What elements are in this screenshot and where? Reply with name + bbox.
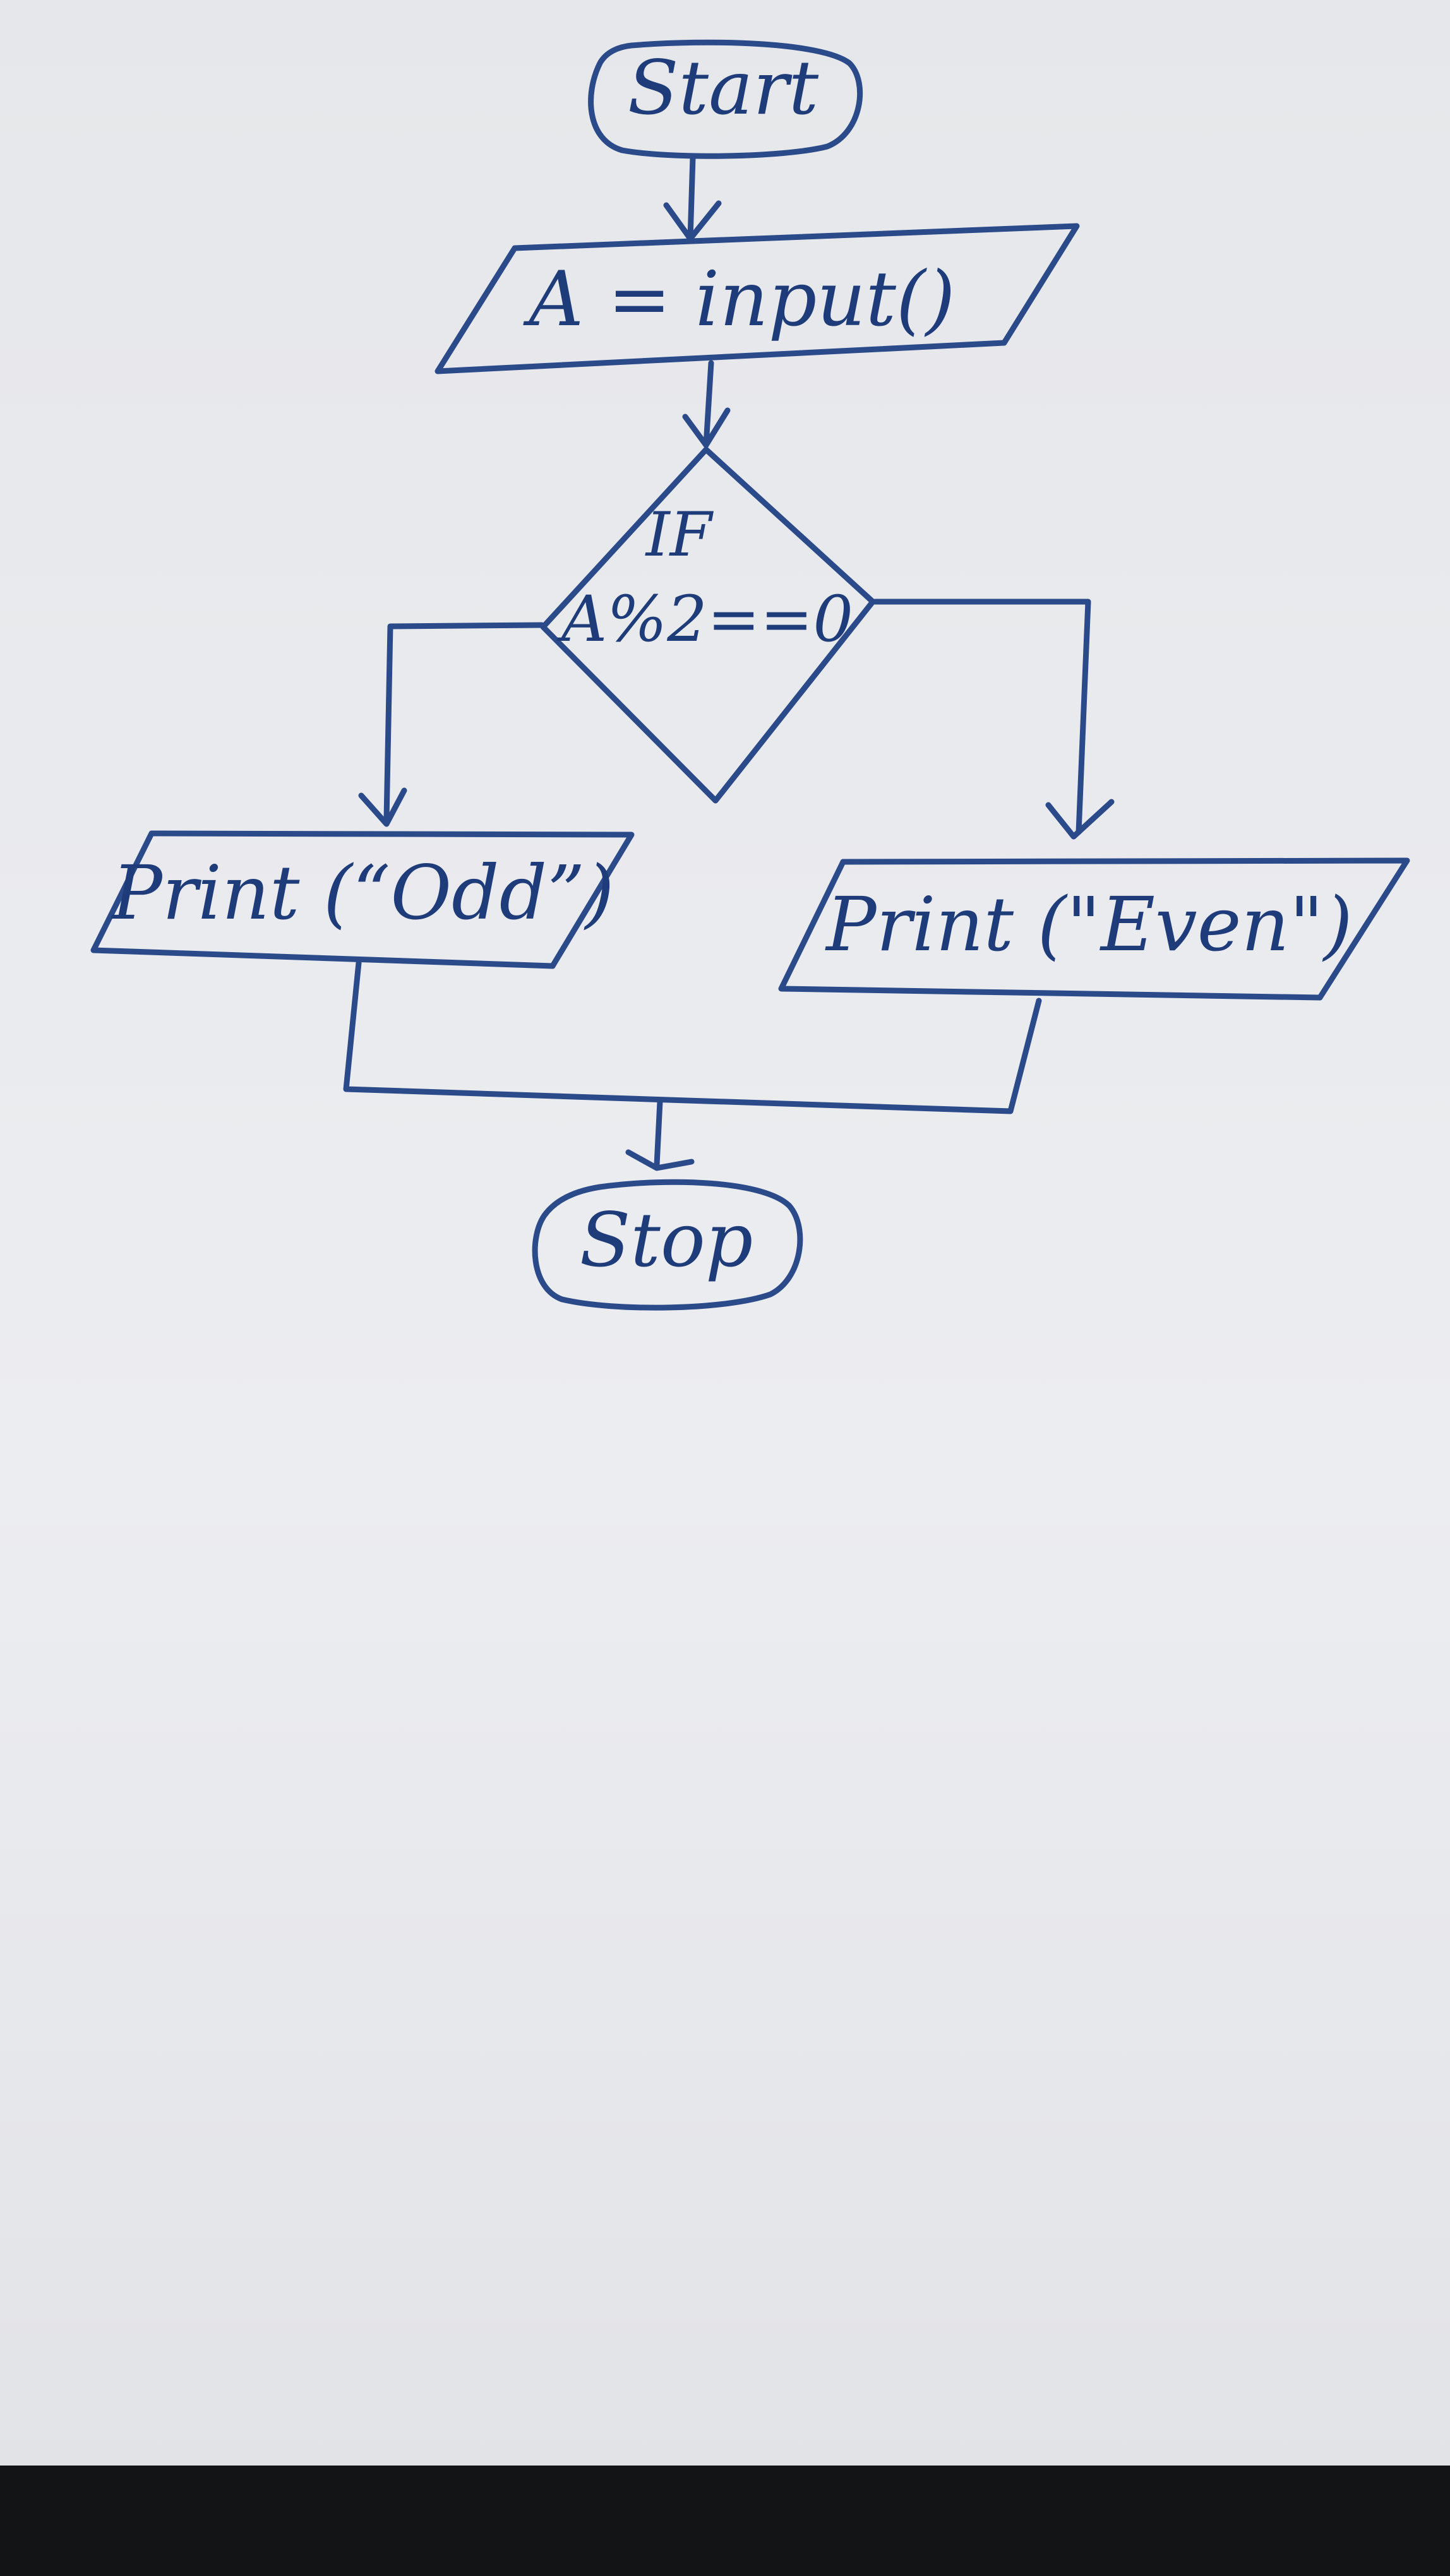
table-edge xyxy=(0,2466,1450,2576)
odd-output-label: Print (“Odd”) xyxy=(111,849,614,936)
arrow-input-to-decision xyxy=(682,360,731,448)
odd-output-parallelogram: Print (“Odd”) xyxy=(90,830,635,969)
input-parallelogram: A = input() xyxy=(434,223,1080,374)
stop-terminator: Stop xyxy=(532,1179,803,1311)
merge-connector xyxy=(343,960,1042,1114)
arrow-merge-to-stop xyxy=(625,1099,695,1171)
even-output-label: Print ("Even") xyxy=(825,881,1353,968)
input-label: A = input() xyxy=(522,256,955,343)
start-label: Start xyxy=(628,44,819,131)
start-terminator: Start xyxy=(588,39,863,159)
decision-label-line1: IF xyxy=(645,499,714,570)
stop-label: Stop xyxy=(580,1196,753,1284)
arrow-decision-to-even xyxy=(872,599,1115,840)
arrow-decision-to-odd xyxy=(358,622,545,827)
even-output-parallelogram: Print ("Even") xyxy=(778,857,1410,1001)
decision-label-line2: A%2==0 xyxy=(556,582,853,656)
decision-diamond: IF A%2==0 xyxy=(540,446,876,804)
